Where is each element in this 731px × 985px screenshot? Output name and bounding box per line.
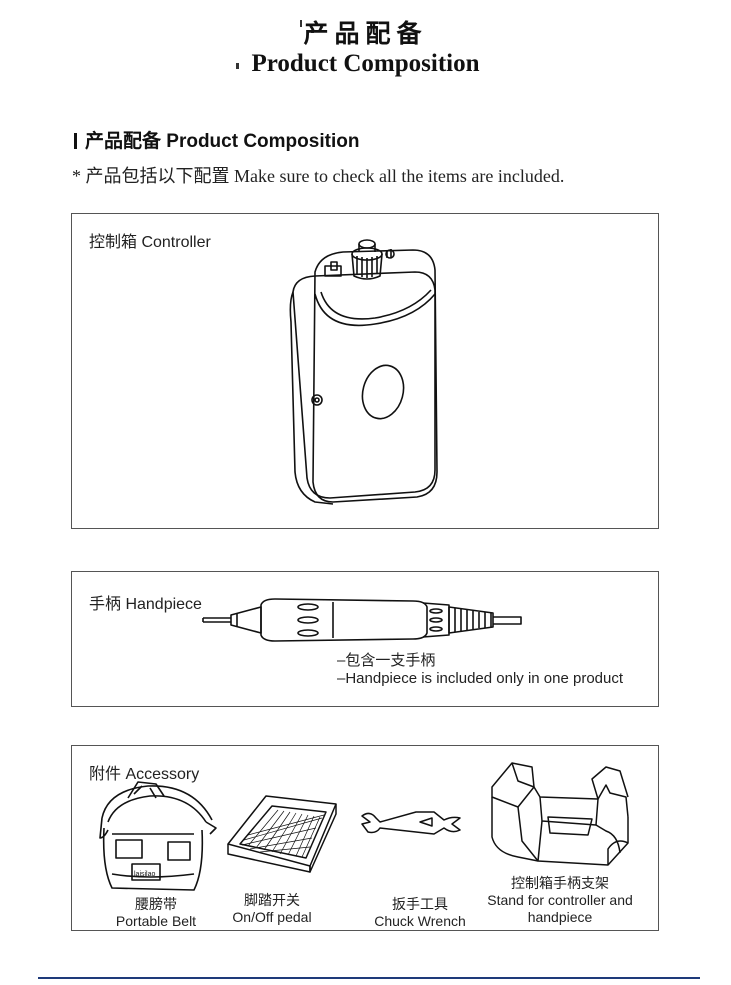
page-title-cn: 产品配备 <box>303 19 428 48</box>
section-heading: 产品配备 Product Composition <box>74 126 359 153</box>
handpiece-label: 手柄 Handpiece <box>89 596 202 613</box>
wrench-caption-cn: 扳手工具 <box>392 896 448 912</box>
check-note: * 产品包括以下配置 Make sure to check all the it… <box>72 166 565 186</box>
header-speck <box>236 63 239 69</box>
handpiece-note-cn: –包含一支手柄 <box>337 652 436 669</box>
stand-caption-en: Stand for controller and handpiece <box>487 892 633 925</box>
handpiece-note-en: –Handpiece is included only in one produ… <box>337 670 624 687</box>
pedal-caption-cn: 脚踏开关 <box>244 892 300 908</box>
accessory-panel <box>71 745 659 931</box>
header-speck <box>300 20 302 27</box>
pedal-caption-en: On/Off pedal <box>232 909 312 925</box>
stand-caption-cn: 控制箱手柄支架 <box>511 875 609 891</box>
controller-box-icon <box>289 239 438 505</box>
handpiece-icon <box>202 598 522 642</box>
belt-brand-text: laisilao <box>134 871 156 878</box>
heading-mark <box>74 133 77 149</box>
foot-pedal-icon <box>227 795 337 873</box>
stand-icon <box>491 762 629 866</box>
controller-panel <box>71 213 659 529</box>
belt-caption-en: Portable Belt <box>115 913 197 929</box>
page-title-en: Product Composition <box>251 50 480 77</box>
accessory-label: 附件 Accessory <box>89 766 200 783</box>
belt-pouch-icon: laisilao <box>99 781 217 891</box>
wrench-icon <box>361 811 461 835</box>
wrench-caption-en: Chuck Wrench <box>374 913 466 929</box>
belt-caption-cn: 腰膀带 <box>135 896 177 912</box>
controller-label: 控制箱 Controller <box>89 234 211 251</box>
section-heading-text: 产品配备 Product Composition <box>85 131 360 152</box>
header-speck <box>311 30 314 33</box>
footer-rule <box>38 977 700 979</box>
